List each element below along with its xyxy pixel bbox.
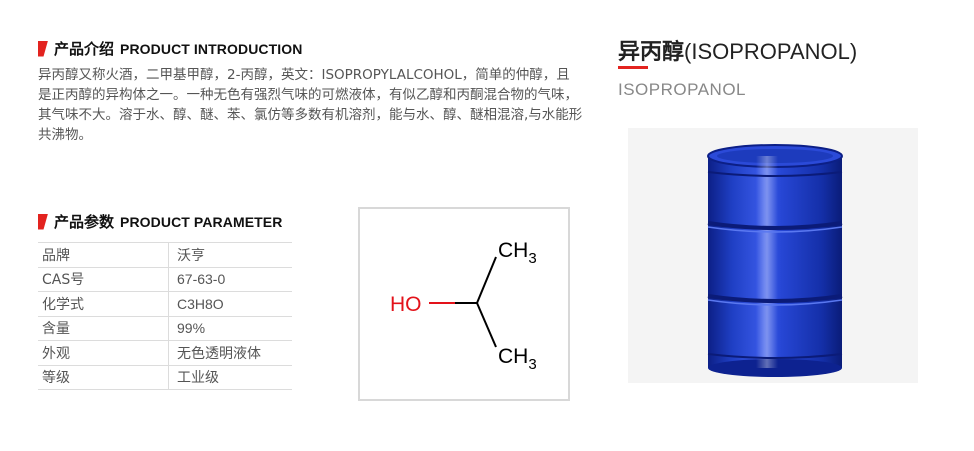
drum-ring-upper-light xyxy=(707,226,843,233)
methyl-top-label: CH3 xyxy=(498,239,537,267)
param-key: 品牌 xyxy=(38,242,169,268)
intro-section-heading: 产品介绍 PRODUCT INTRODUCTION xyxy=(38,38,302,59)
drum-ring-upper xyxy=(707,221,843,230)
table-row: CAS号 67-63-0 xyxy=(38,267,292,292)
intro-text: 异丙醇又称火酒，二甲基甲醇，2-丙醇，英文：ISOPROPYLALCOHOL，简… xyxy=(38,67,583,143)
product-title-en: (ISOPROPANOL) xyxy=(684,39,858,64)
structure-formula: HO CH3 CH3 xyxy=(358,207,570,401)
methyl-bottom-label: CH3 xyxy=(498,345,537,373)
param-key: 等级 xyxy=(38,365,169,390)
c-c-bond-top xyxy=(476,256,497,304)
parameter-section-heading: 产品参数 PRODUCT PARAMETER xyxy=(38,211,282,232)
blue-steel-drum-icon xyxy=(707,144,843,377)
drum-rim-bottom xyxy=(707,353,843,359)
table-row: 含量 99% xyxy=(38,316,292,341)
c-c-bond-bottom xyxy=(476,302,497,348)
drum-product-image xyxy=(628,128,918,383)
intro-heading-en: PRODUCT INTRODUCTION xyxy=(120,40,303,57)
hydroxyl-label: HO xyxy=(390,293,422,316)
heading-marker-icon xyxy=(38,213,48,230)
param-key: 含量 xyxy=(38,316,169,341)
param-value: 67-63-0 xyxy=(168,267,292,292)
product-title: 异丙醇(ISOPROPANOL) xyxy=(618,34,857,66)
product-title-cn: 异丙醇 xyxy=(618,40,685,65)
parameter-heading-en: PRODUCT PARAMETER xyxy=(120,213,283,230)
table-row: 等级 工业级 xyxy=(38,365,292,390)
product-subtitle: ISOPROPANOL xyxy=(618,80,746,99)
table-row: 外观 无色透明液体 xyxy=(38,340,292,366)
title-underline xyxy=(618,66,648,69)
param-value: C3H8O xyxy=(168,291,292,317)
drum-highlight xyxy=(756,156,778,368)
drum-ring-lower xyxy=(707,294,843,303)
parameter-heading-cn: 产品参数 xyxy=(54,213,115,231)
param-key: 外观 xyxy=(38,340,169,366)
param-value: 无色透明液体 xyxy=(168,340,292,366)
parameter-table: 品牌 沃亨 CAS号 67-63-0 化学式 C3H8O 含量 99% 外观 无… xyxy=(38,242,292,390)
param-value: 沃亨 xyxy=(168,242,292,268)
param-key: CAS号 xyxy=(38,267,169,292)
table-row: 化学式 C3H8O xyxy=(38,291,292,317)
structure-diagram: HO CH3 CH3 xyxy=(390,239,537,373)
param-key: 化学式 xyxy=(38,291,169,317)
param-value: 99% xyxy=(168,316,292,341)
drum-rim-top xyxy=(707,171,843,177)
drum-ring-lower-light xyxy=(707,299,843,306)
param-value: 工业级 xyxy=(168,365,292,390)
intro-heading-cn: 产品介绍 xyxy=(54,40,115,58)
heading-marker-icon xyxy=(38,40,48,57)
table-row: 品牌 沃亨 xyxy=(38,242,292,268)
